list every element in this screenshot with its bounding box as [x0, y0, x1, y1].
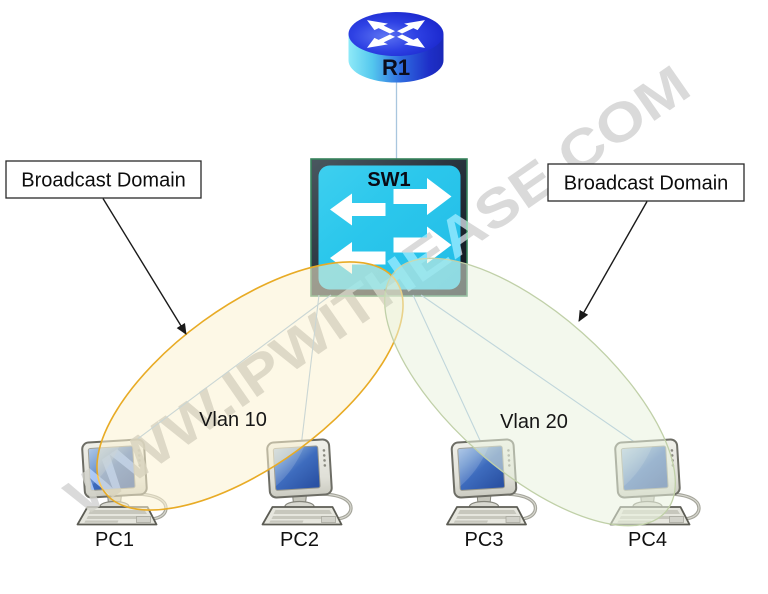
- pc4-label: PC4: [628, 529, 667, 551]
- router-label: R1: [382, 55, 410, 80]
- pc1-label: PC1: [95, 529, 134, 551]
- pc2-label: PC2: [280, 529, 319, 551]
- callout-left: Broadcast Domain: [5, 160, 202, 335]
- router-icon: R1: [348, 12, 444, 83]
- pc3-label: PC3: [465, 529, 504, 551]
- callout-right: Broadcast Domain: [547, 163, 745, 322]
- callout-right-box: [547, 163, 745, 202]
- callout-left-box: [5, 160, 202, 199]
- vlan10-label: Vlan 10: [199, 409, 267, 431]
- callout-left-arrow: [102, 198, 187, 335]
- callout-right-label: Broadcast Domain: [564, 173, 729, 195]
- callout-left-label: Broadcast Domain: [21, 170, 186, 192]
- switch-label: SW1: [367, 169, 410, 191]
- callout-right-arrow: [578, 201, 648, 322]
- vlan20-label: Vlan 20: [500, 411, 568, 433]
- vlan20-ellipse: [384, 257, 676, 527]
